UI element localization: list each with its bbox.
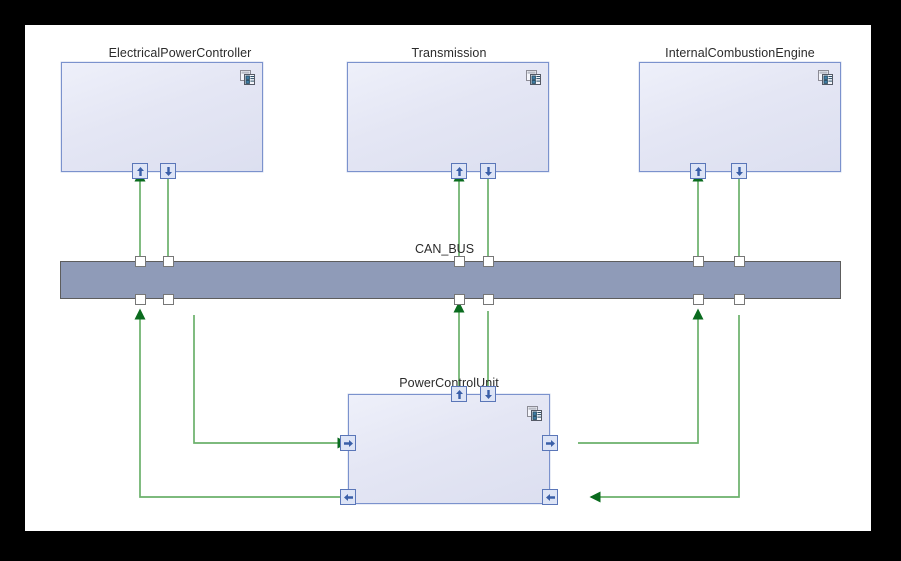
bus-connection-point[interactable] — [693, 256, 704, 267]
arrow-right-icon — [343, 439, 353, 447]
bus-connection-point[interactable] — [163, 256, 174, 267]
bus-title-can-bus: CAN_BUS — [415, 242, 475, 256]
composite-structure-icon — [818, 70, 833, 85]
arrow-down-icon — [164, 166, 172, 176]
port-pcu-right-in[interactable] — [542, 435, 558, 451]
composite-structure-icon — [526, 70, 541, 85]
arrow-up-icon — [455, 389, 463, 399]
bus-connection-point[interactable] — [135, 294, 146, 305]
arrow-down-icon — [484, 389, 492, 399]
wire-bus-to-pcu-left-in — [193, 315, 349, 449]
port-epc-out[interactable] — [160, 163, 176, 179]
block-internal-combustion-engine[interactable] — [639, 62, 841, 172]
bus-connection-point[interactable] — [734, 256, 745, 267]
bus-connection-point[interactable] — [734, 294, 745, 305]
arrow-down-icon — [735, 166, 743, 176]
composite-structure-icon — [527, 406, 542, 421]
block-title-electrical-power-controller: ElectricalPowerController — [108, 46, 252, 60]
port-ice-out[interactable] — [731, 163, 747, 179]
port-pcu-top-out[interactable] — [480, 386, 496, 402]
arrow-down-icon — [484, 166, 492, 176]
port-trn-out[interactable] — [480, 163, 496, 179]
arrow-up-icon — [694, 166, 702, 176]
port-pcu-left-out[interactable] — [340, 489, 356, 505]
block-title-transmission: Transmission — [411, 46, 487, 60]
block-title-internal-combustion-engine: InternalCombustionEngine — [665, 46, 815, 60]
port-trn-in[interactable] — [451, 163, 467, 179]
bus-connection-point[interactable] — [483, 294, 494, 305]
arrow-up-icon — [455, 166, 463, 176]
bus-connection-point[interactable] — [693, 294, 704, 305]
port-pcu-top-in[interactable] — [451, 386, 467, 402]
composite-structure-icon — [240, 70, 255, 85]
port-epc-in[interactable] — [132, 163, 148, 179]
port-pcu-left-in[interactable] — [340, 435, 356, 451]
bus-connection-point[interactable] — [135, 256, 146, 267]
block-title-power-control-unit: PowerControlUnit — [399, 376, 499, 390]
arrow-up-icon — [136, 166, 144, 176]
arrow-right-icon — [545, 439, 555, 447]
block-power-control-unit[interactable] — [348, 394, 550, 504]
wire-bus-to-pcu-right-out — [589, 315, 740, 503]
bus-connection-point[interactable] — [163, 294, 174, 305]
arrow-left-icon — [545, 493, 555, 501]
port-ice-in[interactable] — [690, 163, 706, 179]
wire-pcu-left-out-to-bus — [134, 308, 347, 498]
port-pcu-right-out[interactable] — [542, 489, 558, 505]
bus-connection-point[interactable] — [454, 294, 465, 305]
block-electrical-power-controller[interactable] — [61, 62, 263, 172]
arrow-left-icon — [343, 493, 353, 501]
diagram-canvas[interactable]: ElectricalPowerController Tr — [25, 25, 871, 531]
block-transmission[interactable] — [347, 62, 549, 172]
bus-connection-point[interactable] — [454, 256, 465, 267]
bus-can-bus[interactable] — [60, 261, 841, 299]
wire-pcu-right-in-from-bus — [578, 308, 704, 444]
bus-connection-point[interactable] — [483, 256, 494, 267]
